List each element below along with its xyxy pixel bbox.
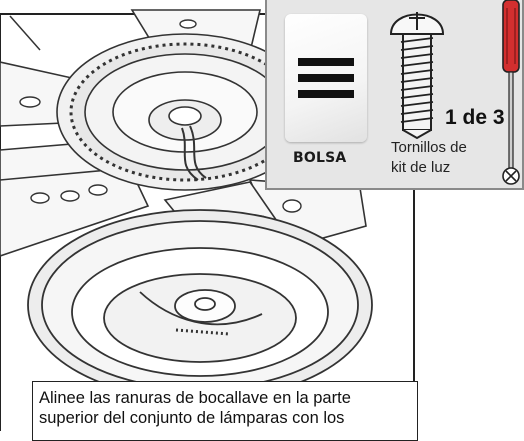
screw-name-line-2: kit de luz [391, 159, 451, 176]
screw-name-line-1: Tornillos de [391, 139, 467, 156]
instruction-line-1: Alinee las ranuras de bocallave en la pa… [39, 389, 351, 407]
quantity-label: 1 de 3 [445, 106, 505, 129]
bag-label: BOLSA [293, 150, 347, 166]
hardware-parts-panel: BOLSA 1 de 3 Tornillos de kit de luz [265, 0, 524, 190]
bag-icon [285, 14, 367, 142]
assembly-illustration [0, 9, 415, 431]
screw-icon [389, 12, 445, 140]
instruction-caption: Alinee las ranuras de bocallave en la pa… [32, 381, 418, 441]
instruction-line-2: superior del conjunto de lámparas con lo… [39, 409, 345, 427]
screw-name-label: Tornillos de kit de luz [391, 138, 467, 178]
motor-hub [56, 33, 314, 191]
light-kit-bowl [27, 209, 373, 401]
screwdriver-icon [502, 0, 520, 185]
